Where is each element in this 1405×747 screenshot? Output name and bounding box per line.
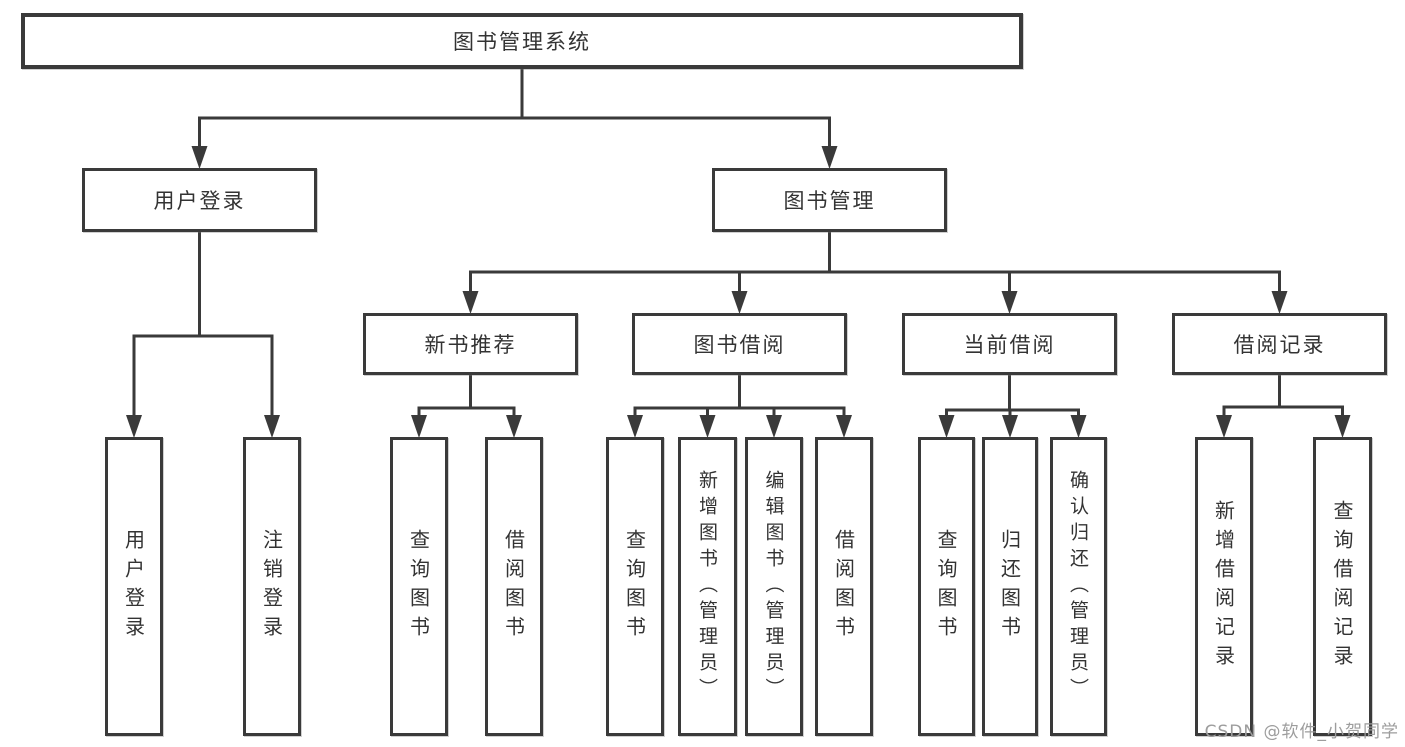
node-leaf-query-record: 查询借阅记录: [1313, 437, 1372, 736]
edge-from-book-management: [469, 231, 1281, 301]
node-label-leaf-query-record: 查询借阅记录: [1330, 499, 1354, 674]
node-new-book-recommend: 新书推荐: [363, 313, 578, 375]
node-book-management: 图书管理: [712, 168, 947, 232]
arrowhead-leaf-query-books-3: [938, 415, 955, 438]
node-leaf-query-books-3: 查询图书: [918, 437, 975, 736]
arrowhead-leaf-add-books: [699, 415, 716, 438]
node-label-leaf-logout: 注销登录: [259, 528, 284, 645]
node-label-leaf-query-books-2: 查询图书: [622, 528, 647, 645]
node-current-borrow: 当前借阅: [902, 313, 1117, 375]
node-label-leaf-edit-books: 编辑图书（管理员）: [762, 469, 785, 704]
arrowhead-leaf-borrow-books-2: [836, 415, 852, 438]
node-leaf-return-books: 归还图书: [982, 437, 1038, 736]
node-leaf-add-record: 新增借阅记录: [1195, 437, 1253, 736]
node-label-leaf-return-books: 归还图书: [997, 528, 1022, 645]
edge-from-user-login: [132, 231, 274, 425]
edge-from-root: [198, 68, 831, 156]
arrowhead-leaf-query-record: [1334, 415, 1351, 438]
node-label-borrow-records: 借阅记录: [1233, 333, 1326, 357]
watermark: CSDN @软件_小贺同学: [1204, 722, 1399, 742]
node-label-root: 图书管理系统: [453, 30, 591, 54]
node-label-leaf-user-login: 用户登录: [121, 528, 146, 645]
arrowhead-leaf-add-record: [1216, 415, 1232, 438]
node-leaf-edit-books: 编辑图书（管理员）: [745, 437, 803, 736]
arrowhead-leaf-user-login: [126, 415, 142, 438]
node-label-leaf-borrow-books-1: 借阅图书: [501, 528, 526, 645]
arrowhead-leaf-confirm-return: [1070, 415, 1087, 438]
node-leaf-logout: 注销登录: [243, 437, 301, 736]
arrowhead-current-borrow: [1001, 291, 1018, 314]
edge-from-new-book-recommend: [417, 374, 516, 425]
node-root: 图书管理系统: [21, 13, 1023, 69]
node-leaf-query-books-2: 查询图书: [606, 437, 664, 736]
arrowhead-leaf-edit-books: [766, 415, 782, 438]
node-label-user-login: 用户登录: [153, 189, 246, 213]
arrowhead-leaf-borrow-books-1: [506, 415, 522, 438]
node-label-leaf-confirm-return: 确认归还（管理员）: [1067, 469, 1089, 704]
arrowhead-borrow-records: [1271, 291, 1288, 314]
node-borrow-records: 借阅记录: [1172, 313, 1387, 375]
node-label-leaf-add-record: 新增借阅记录: [1211, 499, 1236, 674]
node-leaf-add-books: 新增图书（管理员）: [678, 437, 737, 736]
edge-from-current-borrow: [945, 374, 1080, 425]
node-label-book-management: 图书管理: [783, 189, 876, 213]
node-label-leaf-query-books-3: 查询图书: [934, 528, 958, 645]
node-user-login: 用户登录: [82, 168, 317, 232]
arrowhead-leaf-logout: [264, 415, 280, 438]
node-label-leaf-query-books-1: 查询图书: [406, 528, 431, 645]
node-label-leaf-add-books: 新增图书（管理员）: [696, 469, 718, 704]
node-label-new-book-recommend: 新书推荐: [424, 333, 517, 357]
arrowhead-book-borrow: [731, 291, 748, 314]
edge-from-borrow-records: [1222, 374, 1344, 425]
arrowhead-leaf-return-books: [1002, 415, 1018, 438]
arrowhead-new-book-recommend: [462, 291, 479, 314]
edge-from-book-borrow: [633, 374, 846, 425]
node-leaf-borrow-books-1: 借阅图书: [485, 437, 543, 736]
node-leaf-confirm-return: 确认归还（管理员）: [1050, 437, 1107, 736]
node-book-borrow: 图书借阅: [632, 313, 847, 375]
node-leaf-query-books-1: 查询图书: [390, 437, 448, 736]
node-leaf-borrow-books-2: 借阅图书: [815, 437, 873, 736]
node-label-leaf-borrow-books-2: 借阅图书: [831, 528, 856, 645]
arrowhead-user-login: [191, 146, 208, 169]
arrowhead-leaf-query-books-2: [627, 415, 643, 438]
arrowhead-book-management: [821, 146, 838, 169]
arrowhead-leaf-query-books-1: [411, 415, 427, 438]
node-label-book-borrow: 图书借阅: [693, 333, 786, 357]
node-label-current-borrow: 当前借阅: [963, 333, 1056, 357]
node-leaf-user-login: 用户登录: [105, 437, 163, 736]
